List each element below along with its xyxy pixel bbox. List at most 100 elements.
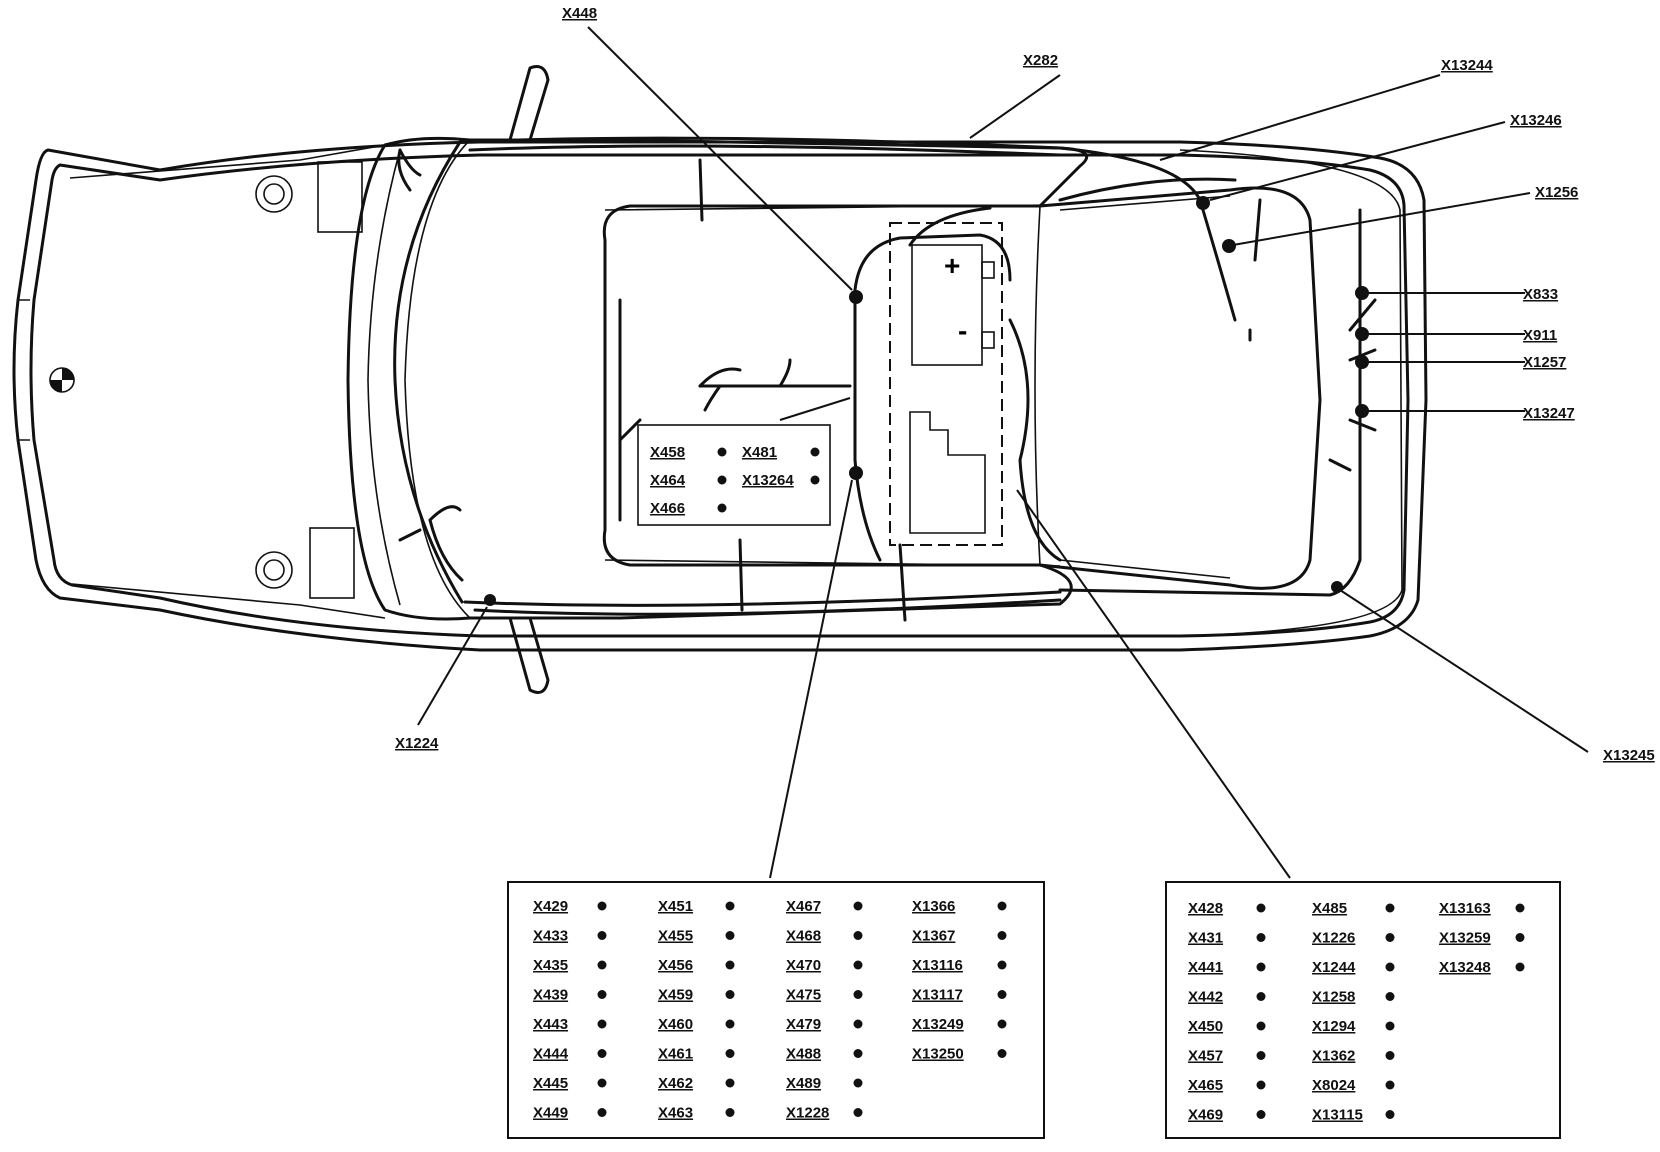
connector-code: X481 [742, 444, 777, 461]
connector-dot [997, 960, 1007, 970]
connector-dot [1355, 404, 1369, 418]
connector-code: X461 [658, 1046, 693, 1063]
connector-code: X462 [658, 1075, 693, 1092]
connector-dot [1515, 933, 1525, 942]
connector-code: X429 [533, 898, 568, 915]
connector-code: X1244 [1312, 959, 1356, 976]
connector-code: X13250 [912, 1046, 964, 1063]
connector-dot [597, 1049, 607, 1058]
connector-code: X449 [533, 1105, 568, 1122]
connector-dot [1355, 355, 1369, 369]
connector-code: X13115 [1312, 1107, 1363, 1124]
connector-dot [1355, 327, 1369, 341]
connector-dot [717, 447, 727, 457]
callout-x13247: X13247 [1523, 405, 1575, 422]
connector-dot [849, 290, 863, 304]
connector-dot [853, 960, 863, 970]
connector-dot [1196, 196, 1210, 210]
connector-dot [853, 1078, 863, 1088]
connector-dot [725, 960, 735, 970]
connector-dot [853, 901, 863, 911]
connector-dot [1256, 962, 1266, 972]
connector-table-right: X428X431X441X442X450X457X465X469X485X122… [1165, 881, 1561, 1139]
car-body [12, 65, 1428, 694]
callout-x911: X911 [1523, 327, 1557, 344]
connector-dot [853, 990, 863, 999]
connector-code: X441 [1188, 959, 1223, 976]
connector-dot [725, 1019, 735, 1029]
connector-dot [1355, 286, 1369, 300]
connector-dot [597, 960, 607, 970]
connector-dot [597, 931, 607, 940]
wiring-harness [393, 136, 1377, 622]
battery-plus-sign: + [944, 250, 960, 281]
connector-dot [1385, 1021, 1395, 1031]
battery-minus-sign: - [958, 315, 967, 346]
callout-x833: X833 [1523, 286, 1558, 303]
connector-dot [810, 447, 820, 457]
connector-dot [1385, 992, 1395, 1001]
connector-dot [1385, 962, 1395, 972]
connector-code: X460 [658, 1016, 693, 1033]
connector-code: X455 [658, 928, 693, 945]
connector-dot [853, 1108, 863, 1117]
connector-code: X464 [650, 472, 686, 489]
connector-code: X1228 [786, 1105, 829, 1122]
connector-dot [1385, 1051, 1395, 1060]
connector-code: X475 [786, 987, 821, 1004]
connector-dot [597, 1019, 607, 1029]
connector-dot [997, 1019, 1007, 1029]
connector-dot [1256, 1021, 1266, 1031]
callout-x13244: X13244 [1441, 57, 1493, 74]
connector-dot [597, 901, 607, 911]
connector-code: X468 [786, 928, 821, 945]
connector-dot [997, 931, 1007, 940]
connector-dot [1256, 1051, 1266, 1060]
connector-dot [1256, 903, 1266, 913]
connector-code: X485 [1312, 900, 1347, 917]
connector-dot [1385, 1080, 1395, 1090]
connector-dot [853, 1049, 863, 1058]
connector-code: X459 [658, 987, 693, 1004]
connector-code: X13116 [912, 957, 963, 974]
connector-code: X1362 [1312, 1048, 1355, 1065]
connector-dot [997, 990, 1007, 999]
connector-code: X431 [1188, 930, 1223, 947]
connector-dot [1256, 933, 1266, 942]
callout-x1224: X1224 [395, 735, 439, 752]
connector-dot [997, 901, 1007, 911]
connector-code: X433 [533, 928, 568, 945]
connector-code: X467 [786, 898, 821, 915]
connector-code: X13264 [742, 472, 794, 489]
connector-dot [725, 990, 735, 999]
connector-dot [725, 1108, 735, 1117]
connector-dot [725, 1078, 735, 1088]
connector-dot [725, 901, 735, 911]
connector-dot [597, 1078, 607, 1088]
connector-dot [597, 990, 607, 999]
connector-points [484, 196, 1369, 606]
connector-dot [484, 594, 496, 606]
connector-dot [853, 931, 863, 940]
connector-dot [1256, 1110, 1266, 1119]
connector-code: X443 [533, 1016, 568, 1033]
connector-code: X470 [786, 957, 821, 974]
battery-compartment: + - [889, 222, 1003, 546]
connector-code: X451 [658, 898, 693, 915]
connector-code: X13163 [1439, 900, 1491, 917]
connector-code: X428 [1188, 900, 1223, 917]
connector-code: X13259 [1439, 930, 1491, 947]
connector-code: X445 [533, 1075, 568, 1092]
connector-code: X457 [1188, 1048, 1223, 1065]
connector-code: X439 [533, 987, 568, 1004]
connector-code: X444 [533, 1046, 569, 1063]
connector-dot [849, 466, 863, 480]
connector-dot [1515, 903, 1525, 913]
connector-code: X435 [533, 957, 568, 974]
connector-code: X489 [786, 1075, 821, 1092]
connector-code: X442 [1188, 989, 1223, 1006]
connector-dot [597, 1108, 607, 1117]
connector-code: X465 [1188, 1077, 1223, 1094]
